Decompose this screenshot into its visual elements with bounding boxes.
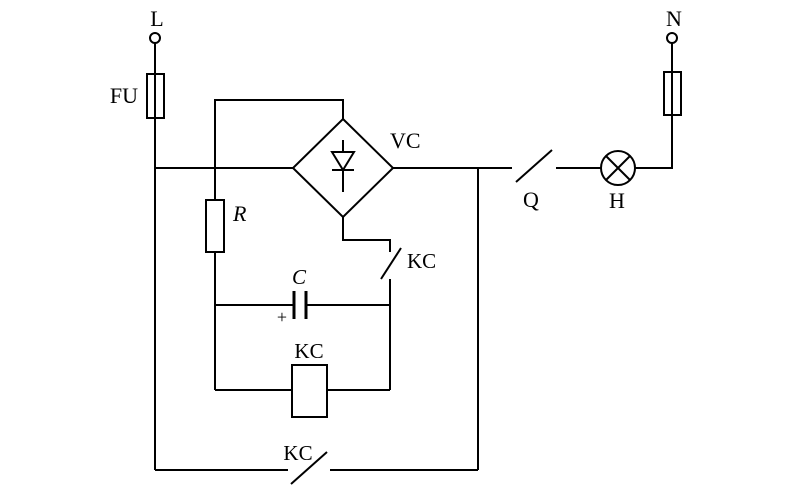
capacitor-polarity-label: + — [277, 307, 287, 327]
contact-kc-bottom-label: KC — [283, 441, 312, 465]
contact-kc-mid-label: KC — [407, 249, 436, 273]
relay-coil-kc: KC — [215, 339, 390, 418]
terminal-n — [666, 32, 678, 44]
output-wiring — [393, 167, 512, 470]
terminal-l — [149, 32, 161, 44]
resistor — [205, 199, 225, 253]
contact-kc-bottom-blade — [290, 451, 328, 485]
contact-kc-mid-blade — [380, 247, 402, 280]
terminal-l-label: L — [150, 6, 163, 31]
relay-coil-label: KC — [294, 339, 323, 363]
lamp-h: H — [600, 150, 636, 213]
switch-q: Q — [515, 149, 601, 212]
capacitor-label: C — [292, 265, 307, 289]
relay-coil-box — [291, 364, 328, 418]
contact-kc-mid: KC — [342, 217, 436, 390]
wire-bridge-bottom — [342, 217, 391, 252]
terminal-n-label: N — [666, 6, 682, 31]
left-supply-rail: L FU — [110, 6, 293, 470]
diode-triangle — [330, 151, 356, 172]
switch-q-label: Q — [523, 187, 539, 212]
resistor-label: R — [232, 201, 247, 226]
right-supply-rail: N — [635, 6, 682, 169]
fuse-label: FU — [110, 83, 138, 108]
bridge-label: VC — [390, 128, 421, 153]
contact-kc-bottom: KC — [155, 441, 478, 485]
wire-top-branch — [214, 99, 344, 200]
lamp-label: H — [609, 188, 625, 213]
lamp-cross — [605, 155, 631, 181]
resistor-branch: R — [205, 99, 344, 390]
switch-q-blade — [515, 149, 553, 183]
bridge-rectifier: VC — [291, 117, 421, 219]
capacitor-c: C + — [215, 265, 390, 327]
